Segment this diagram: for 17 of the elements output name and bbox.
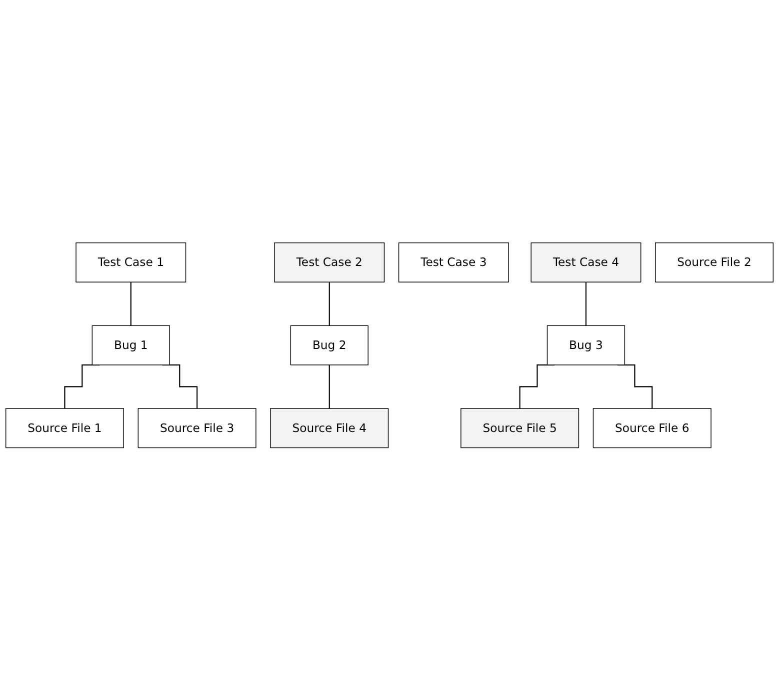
node-box: Source File 5 — [460, 408, 580, 448]
connector — [328, 282, 330, 326]
node-box: Source File 4 — [270, 408, 389, 448]
node-box: Source File 1 — [5, 408, 124, 448]
node-box: Source File 2 — [655, 242, 774, 283]
node-box: Test Case 4 — [530, 242, 642, 283]
node-box: Test Case 1 — [76, 242, 186, 283]
connector — [328, 364, 330, 410]
node-box: Test Case 2 — [274, 242, 385, 283]
node-box: Bug 1 — [92, 326, 170, 366]
node-box: Bug 2 — [290, 326, 368, 366]
node-box: Bug 3 — [546, 326, 626, 366]
connector — [585, 282, 587, 326]
node-box: Source File 3 — [138, 408, 256, 448]
node-box: Source File 6 — [592, 408, 712, 448]
connector — [130, 282, 132, 326]
node-box: Test Case 3 — [398, 242, 509, 283]
